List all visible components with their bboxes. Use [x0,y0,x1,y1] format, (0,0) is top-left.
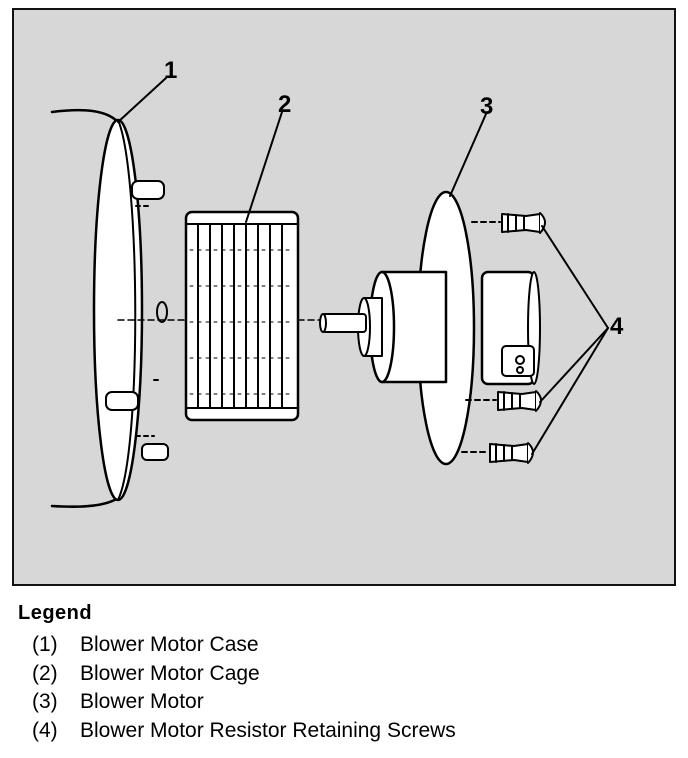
legend-item-number: (3) [32,690,58,713]
retaining-screws [461,212,546,464]
legend-item: (3) Blower Motor [18,688,678,717]
legend-item: (4) Blower Motor Resistor Retaining Screw… [18,717,678,746]
legend-item-label: Blower Motor Resistor Retaining Screws [80,718,456,742]
callout-2: 2 [278,91,291,118]
callout-3: 3 [480,93,493,120]
callout-4: 4 [610,313,624,340]
legend-item: (1) Blower Motor Case [18,631,678,660]
legend-list: (1) Blower Motor Case (2) Blower Motor Cag… [18,631,678,745]
legend-item-label: Blower Motor Cage [80,661,260,685]
blower-motor-cage [184,210,331,422]
legend-item-number: (2) [32,661,58,685]
leader-lines [117,77,609,455]
legend-title: Legend [18,602,93,624]
blower-motor-case [50,108,191,508]
legend-item-number: (4) [32,718,58,742]
blower-motor [319,190,541,466]
legend-item: (2) Blower Motor Cage [18,660,678,689]
legend-item-label: Blower Motor Case [80,633,259,656]
legend-item-label: Blower Motor [80,690,204,713]
legend-item-number: (1) [32,633,58,656]
exploded-view-diagram: 1 2 3 4 [50,57,624,508]
diagram-frame: 1 2 3 4 [12,8,676,586]
callout-1: 1 [164,57,177,84]
legend: Legend (1) Blower Motor Case (2) Blower Mo… [18,602,678,745]
